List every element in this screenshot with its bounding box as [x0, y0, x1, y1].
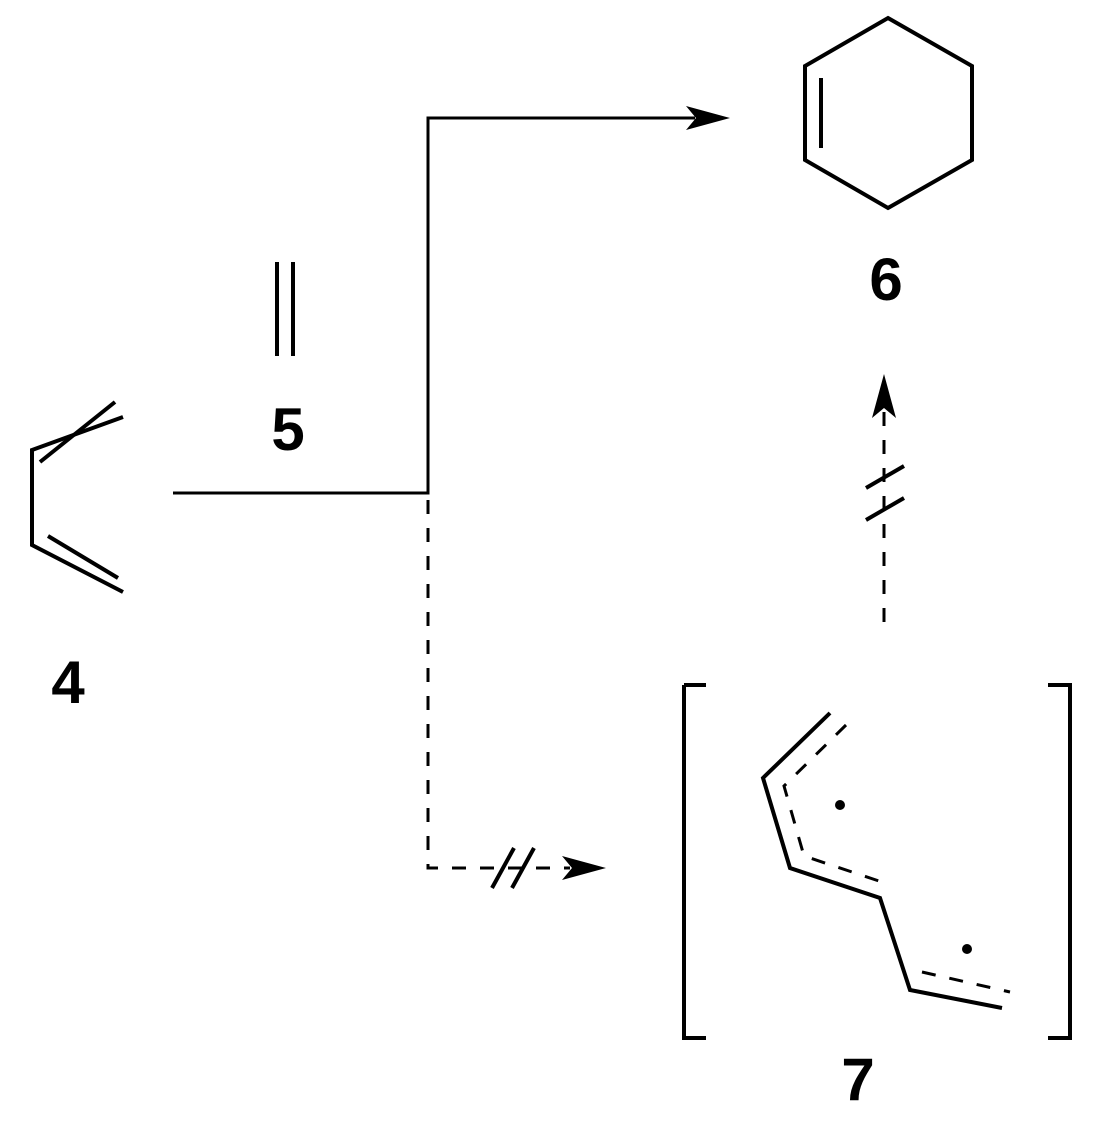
compound-label-4: 4: [51, 649, 85, 716]
ethylene-structure: [275, 262, 295, 356]
compound-label-5: 5: [271, 396, 304, 463]
compound-label-6: 6: [869, 246, 902, 313]
butadiene-structure: [30, 400, 124, 594]
concerted-pathway-arrow: [173, 106, 730, 495]
ring-closure-pathway-arrow: [864, 374, 906, 622]
arrowhead: [686, 106, 730, 130]
cyclohexene-structure: [803, 15, 974, 211]
arrowhead: [562, 856, 606, 880]
arrowhead: [872, 374, 896, 418]
diradical-structure: [682, 683, 1072, 1040]
radical-dot: [962, 944, 972, 954]
compound-label-7: 7: [841, 1046, 874, 1113]
stepwise-pathway-arrow: [426, 500, 606, 889]
radical-dot: [835, 800, 845, 810]
